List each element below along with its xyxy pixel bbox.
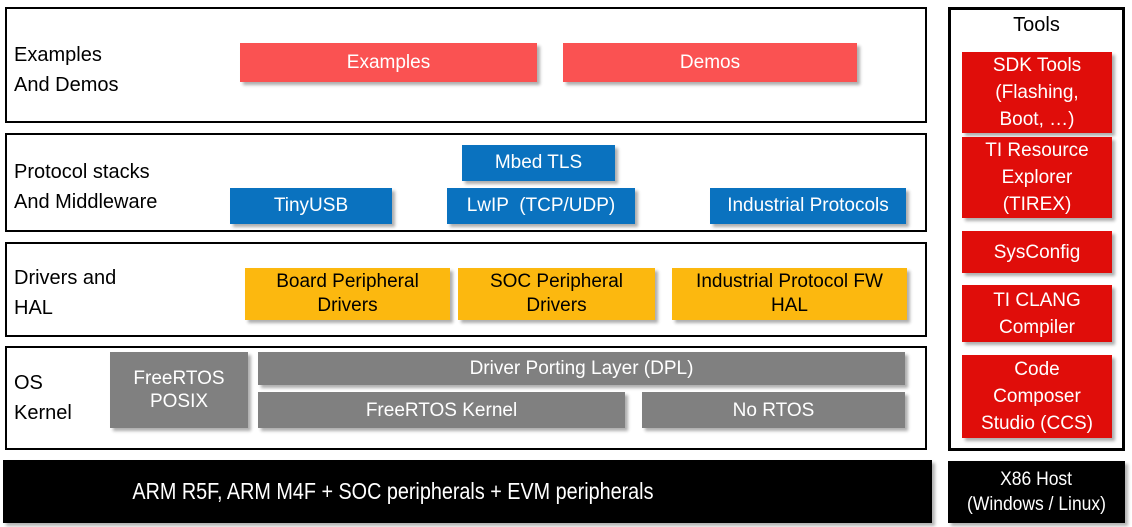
tool-sysconfig: SysConfig <box>962 231 1112 273</box>
tool-line: Composer <box>993 386 1081 407</box>
block-lwip: LwIP (TCP/UDP) <box>447 188 635 224</box>
block-tinyusb: TinyUSB <box>230 188 392 224</box>
layer-label-line: OS <box>14 372 43 394</box>
tool-line: Explorer <box>1001 167 1073 188</box>
layer-label-line: Drivers and <box>14 267 117 289</box>
block-freertos-kernel: FreeRTOS Kernel <box>258 392 625 428</box>
tool-ti-resource-explorer: TI Resource Explorer (TIREX) <box>962 137 1112 218</box>
block-no-rtos: No RTOS <box>642 392 905 428</box>
layer-label-line: HAL <box>14 297 53 319</box>
host-line: (Windows / Linux) <box>967 494 1106 515</box>
layer-label-line: Examples <box>14 44 102 66</box>
tool-line: TI Resource <box>985 140 1089 161</box>
block-soc-peripheral-drivers: SOC Peripheral Drivers <box>458 268 655 320</box>
tool-line: TI CLANG <box>993 289 1081 311</box>
tool-sdk-tools: SDK Tools (Flashing, Boot, …) <box>962 52 1112 133</box>
tool-ti-clang-compiler: TI CLANG Compiler <box>962 285 1112 342</box>
hardware-bar: ARM R5F, ARM M4F + SOC peripherals + EVM… <box>3 460 932 523</box>
layer-label-line: Protocol stacks <box>14 161 150 183</box>
layer-label-drivers-hal: Drivers and HAL <box>14 263 116 323</box>
host-line: X86 Host <box>1000 469 1073 490</box>
tool-code-composer-studio: Code Composer Studio (CCS) <box>962 355 1112 438</box>
layer-label-line: Kernel <box>14 402 72 424</box>
block-industrial-protocols: Industrial Protocols <box>710 188 906 224</box>
tool-line: Studio (CCS) <box>981 413 1093 434</box>
block-board-peripheral-drivers: Board Peripheral Drivers <box>245 268 450 320</box>
hardware-bar-text: ARM R5F, ARM M4F + SOC peripherals + EVM… <box>131 478 654 504</box>
tool-line: Code <box>1014 359 1060 380</box>
block-demos: Demos <box>563 43 857 82</box>
tool-line: Compiler <box>998 316 1076 338</box>
block-examples: Examples <box>240 43 537 82</box>
block-driver-porting-layer: Driver Porting Layer (DPL) <box>258 352 905 385</box>
layer-label-examples-demos: Examples And Demos <box>14 40 119 100</box>
tool-line: SDK Tools <box>992 55 1082 76</box>
tools-panel-title: Tools <box>1013 14 1060 36</box>
block-mbed-tls: Mbed TLS <box>462 145 615 181</box>
block-industrial-protocol-fw-hal: Industrial Protocol FW HAL <box>672 268 907 320</box>
tool-line: Boot, …) <box>999 109 1075 130</box>
tool-line: (TIREX) <box>1002 194 1072 215</box>
layer-label-line: And Middleware <box>14 191 158 213</box>
block-freertos-posix: FreeRTOS POSIX <box>110 352 248 428</box>
host-block: X86 Host (Windows / Linux) <box>948 461 1125 523</box>
layer-label-os-kernel: OS Kernel <box>14 368 72 428</box>
tool-line: SysConfig <box>993 241 1081 263</box>
tool-line: (Flashing, <box>995 82 1079 103</box>
layer-label-line: And Demos <box>14 74 119 96</box>
layer-label-protocol-middleware: Protocol stacks And Middleware <box>14 157 157 217</box>
